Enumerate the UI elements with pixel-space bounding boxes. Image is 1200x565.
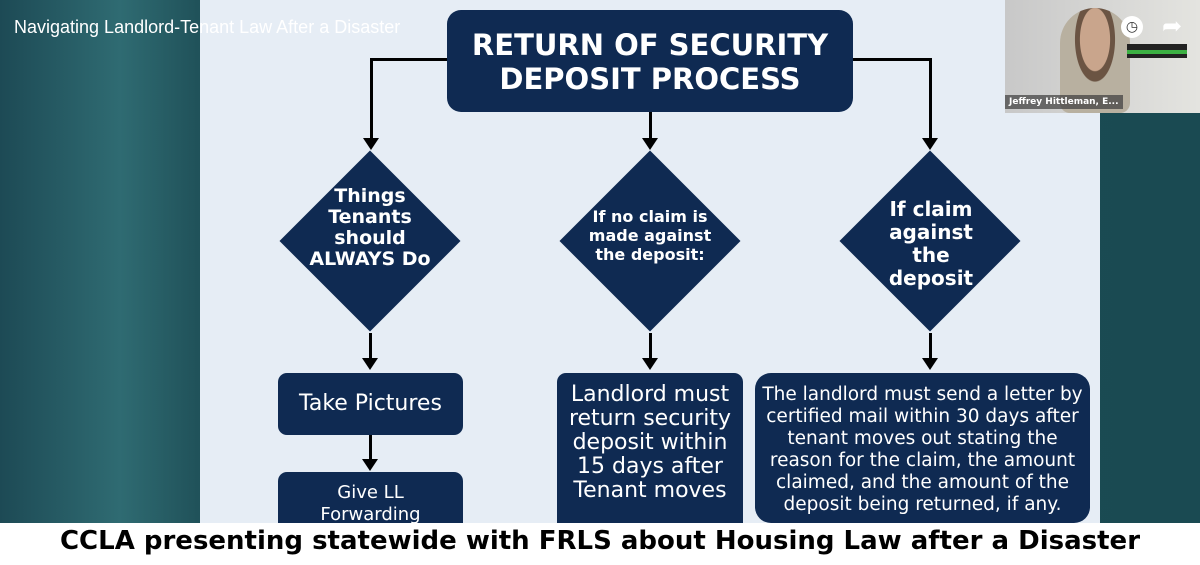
caption: CCLA presenting statewide with FRLS abou… [59, 526, 1141, 556]
claim-box: The landlord must send a letter by certi… [755, 373, 1090, 523]
webcam-feed: Jeffrey Hittleman, E... [1005, 0, 1200, 113]
legal-aid-logo [1127, 22, 1187, 62]
diamond-always-do: Things Tenants should ALWAYS Do [309, 185, 431, 270]
video-player[interactable]: RETURN OF SECURITY DEPOSIT PROCESS Thing… [0, 0, 1200, 523]
share-icon[interactable]: ➦ [1162, 12, 1183, 40]
slide-title: RETURN OF SECURITY DEPOSIT PROCESS [447, 10, 853, 112]
video-title: Navigating Landlord-Tenant Law After a D… [14, 17, 401, 37]
diamond-claim: If claim against the deposit [888, 197, 974, 290]
diamond-no-claim: If no claim is made against the deposit: [588, 207, 712, 264]
forwarding-address-box: Give LL Forwarding Address [278, 472, 463, 523]
slide: RETURN OF SECURITY DEPOSIT PROCESS Thing… [200, 0, 1100, 523]
presenter-name: Jeffrey Hittleman, E... [1005, 95, 1123, 109]
no-claim-box: Landlord must return security deposit wi… [557, 373, 743, 523]
take-pictures-box: Take Pictures [278, 373, 463, 435]
watch-later-icon[interactable]: ◷ [1121, 16, 1143, 38]
